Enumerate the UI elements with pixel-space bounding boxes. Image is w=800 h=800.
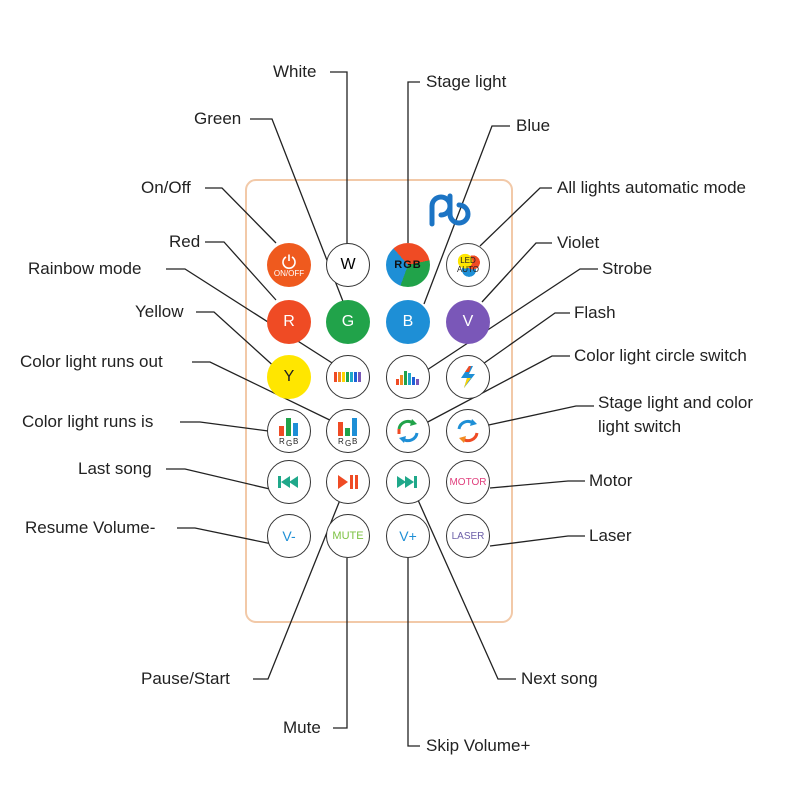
auto-color-swirl-icon — [456, 252, 482, 278]
label-green: Green — [194, 109, 242, 128]
blue-button[interactable]: B — [386, 300, 430, 344]
label-stage-color-switch-line2: light switch — [598, 417, 682, 436]
color-light-circle-switch-button[interactable] — [386, 409, 430, 453]
label-last-song: Last song — [78, 459, 152, 478]
laser-button-label: LASER — [451, 530, 485, 542]
lightning-icon — [461, 366, 475, 388]
stage-light-button[interactable]: RGB — [386, 243, 430, 287]
pause-start-button[interactable] — [326, 460, 370, 504]
label-rainbow-mode: Rainbow mode — [28, 259, 142, 278]
violet-button[interactable]: V — [446, 300, 490, 344]
label-next-song: Next song — [521, 669, 598, 688]
laser-button[interactable]: LASER — [446, 514, 490, 558]
label-pause-start: Pause/Start — [141, 669, 230, 688]
color-light-runs-is-button[interactable]: R G B — [267, 409, 311, 453]
svg-text:B: B — [352, 437, 357, 446]
play-pause-icon — [338, 475, 358, 489]
volume-up-label: V+ — [399, 528, 417, 544]
mute-button[interactable]: MUTE — [326, 514, 370, 558]
label-resume-volume: Resume Volume- — [25, 518, 156, 537]
rainbow-mode-button[interactable] — [326, 355, 370, 399]
red-button-label: R — [283, 313, 295, 330]
mute-button-label: MUTE — [332, 530, 364, 542]
label-skip-volume: Skip Volume+ — [426, 736, 531, 755]
all-lights-auto-button[interactable]: LED AUTO — [446, 243, 490, 287]
next-track-icon — [397, 476, 417, 488]
color-light-runs-out-button[interactable]: R G B — [326, 409, 370, 453]
skip-volume-up-button[interactable]: V+ — [386, 514, 430, 558]
rgb-bars-icon: R G B — [279, 418, 298, 446]
label-strobe: Strobe — [602, 259, 653, 278]
label-all-lights-auto: All lights automatic mode — [557, 178, 746, 197]
svg-text:R: R — [338, 437, 344, 446]
last-song-button[interactable] — [267, 460, 311, 504]
label-laser: Laser — [589, 526, 632, 545]
circular-arrows-icon — [457, 419, 479, 443]
yellow-button[interactable]: Y — [267, 355, 311, 399]
volume-down-label: V- — [282, 528, 296, 544]
on-off-button[interactable]: ON/OFF — [267, 243, 311, 287]
green-button-label: G — [341, 313, 355, 330]
stage-light-and-color-switch-button[interactable] — [446, 409, 490, 453]
circular-arrows-icon — [397, 419, 419, 443]
on-off-label: ON/OFF — [273, 268, 305, 278]
label-on-off: On/Off — [141, 178, 191, 197]
label-yellow: Yellow — [135, 302, 184, 321]
svg-text:G: G — [286, 439, 292, 446]
yellow-button-label: Y — [283, 368, 295, 385]
motor-button[interactable]: MOTOR — [446, 460, 490, 504]
label-color-light-runs-out: Color light runs out — [20, 352, 163, 371]
auto-led-label: LED — [460, 256, 476, 265]
label-violet: Violet — [557, 233, 600, 252]
motor-button-label: MOTOR — [449, 476, 487, 488]
label-red: Red — [169, 232, 201, 251]
resume-volume-down-button[interactable]: V- — [267, 514, 311, 558]
label-mute: Mute — [283, 718, 321, 737]
flash-button[interactable] — [446, 355, 490, 399]
svg-text:R: R — [279, 437, 285, 446]
svg-text:B: B — [293, 437, 298, 446]
label-white: White — [273, 62, 317, 81]
violet-button-label: V — [462, 313, 474, 330]
label-stage-color-switch-line1: Stage light and color — [598, 393, 753, 412]
label-motor: Motor — [589, 471, 633, 490]
brand-logo-icon — [429, 193, 471, 227]
remote-body-outline — [245, 179, 513, 623]
previous-track-icon — [278, 476, 298, 488]
white-button[interactable]: W — [326, 243, 370, 287]
auto-auto-label: AUTO — [456, 265, 480, 274]
label-color-light-runs-is: Color light runs is — [22, 412, 154, 431]
blue-button-label: B — [402, 313, 414, 330]
green-button[interactable]: G — [326, 300, 370, 344]
label-blue: Blue — [516, 116, 551, 135]
label-stage-light: Stage light — [426, 72, 507, 91]
rgb-bars-icon: R G B — [338, 418, 357, 446]
strobe-bars-icon — [396, 371, 419, 385]
label-color-light-circle-switch: Color light circle switch — [574, 346, 747, 365]
stage-light-rgb-label: RGB — [394, 259, 422, 271]
strobe-button[interactable] — [386, 355, 430, 399]
label-flash: Flash — [574, 303, 616, 322]
rainbow-bars-icon — [334, 372, 361, 382]
next-song-button[interactable] — [386, 460, 430, 504]
white-button-label: W — [340, 256, 356, 273]
svg-text:G: G — [345, 439, 351, 446]
power-icon — [282, 254, 296, 269]
red-button[interactable]: R — [267, 300, 311, 344]
